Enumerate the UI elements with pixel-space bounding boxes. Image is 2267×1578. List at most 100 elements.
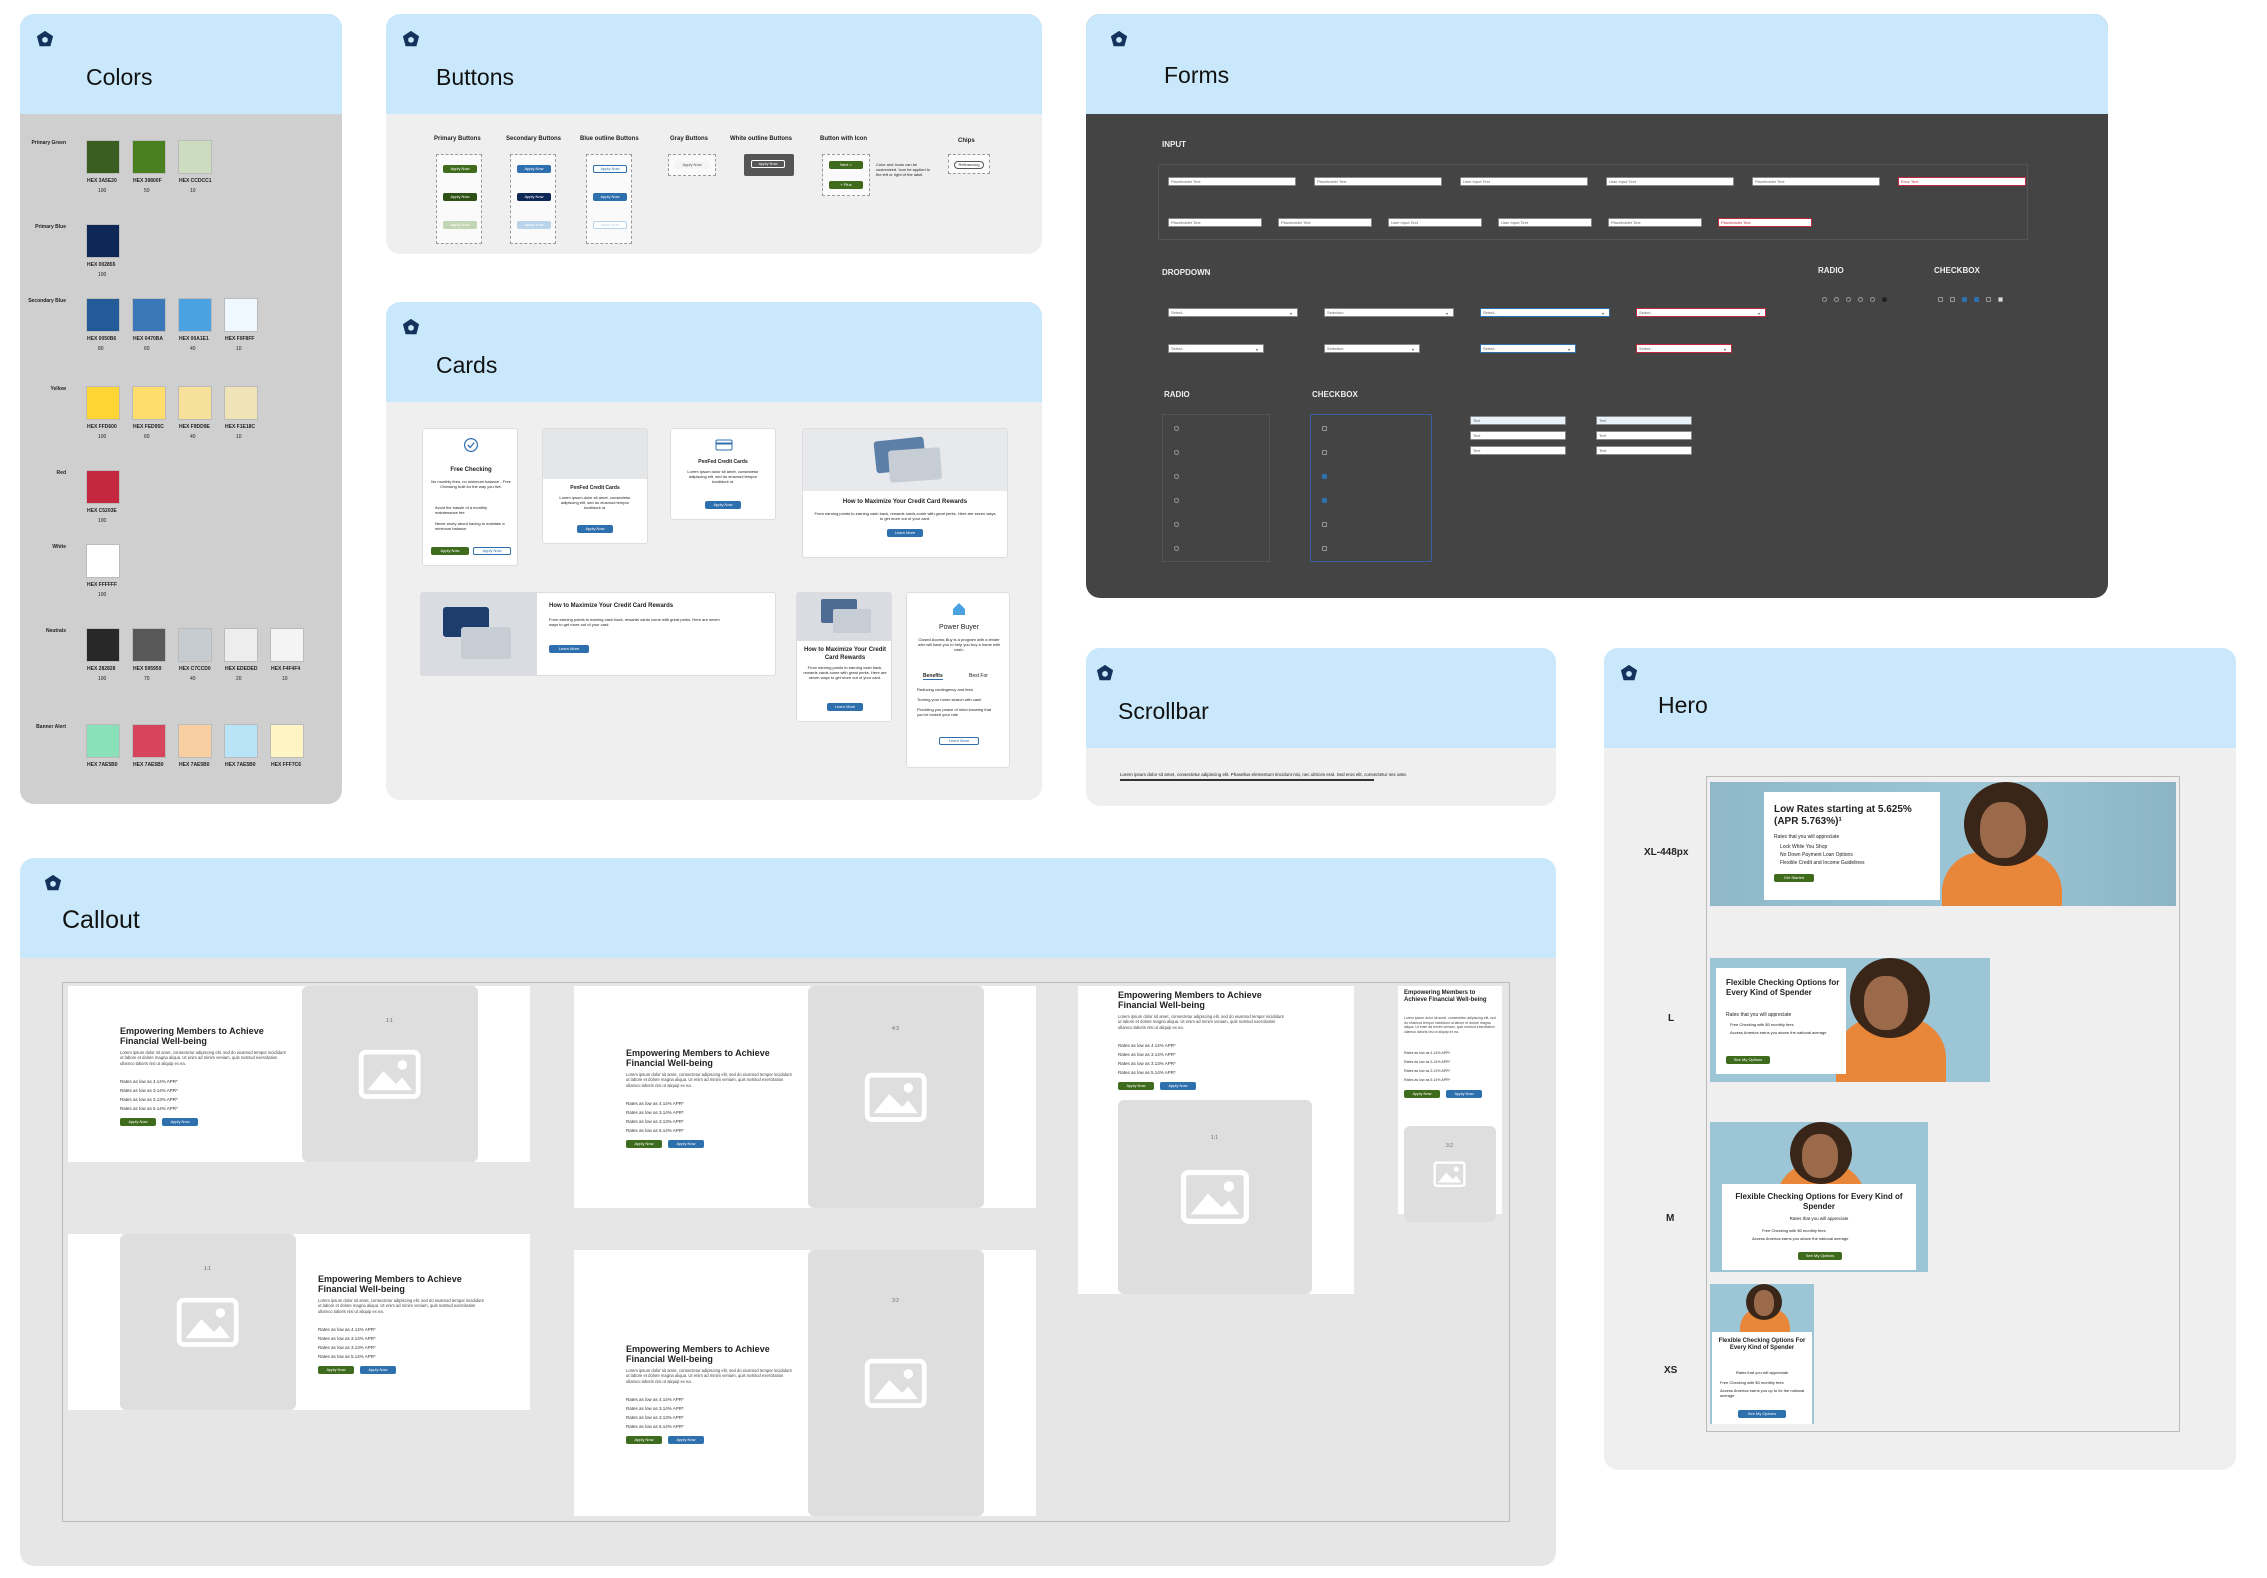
radio-button[interactable]	[1882, 297, 1887, 302]
gray-button[interactable]: Apply Now	[675, 161, 709, 169]
checkbox[interactable]	[1322, 474, 1327, 479]
dropdown-option[interactable]: Text	[1470, 431, 1566, 440]
dropdown-select-small[interactable]: Select...	[1636, 344, 1732, 353]
callout-apply-button[interactable]: Apply Now	[1118, 1082, 1154, 1090]
hero-xs-bullet-1: Free Checking with $0 monthly fees	[1720, 1380, 1784, 1385]
text-input[interactable]: Error Text	[1898, 177, 2026, 186]
callout-apply-button[interactable]: Apply Now	[626, 1140, 662, 1148]
secondary-buttons-group: Apply Now Apply Now Apply Now	[510, 154, 556, 244]
penfed-logo-icon	[36, 30, 54, 47]
callout-apply-secondary-button[interactable]: Apply Now	[360, 1366, 396, 1374]
callout-apply-button[interactable]: Apply Now	[626, 1436, 662, 1444]
checkbox[interactable]	[1938, 297, 1943, 302]
hero-l-options-button[interactable]: See My Options	[1726, 1056, 1770, 1064]
radio-button[interactable]	[1822, 297, 1827, 302]
blue-outline-button-disabled[interactable]: Apply Now	[593, 221, 627, 229]
power-buyer-tab-best-for[interactable]: Best For	[969, 673, 988, 679]
maximize-rewards-learn-button-3[interactable]: Learn More	[827, 703, 863, 711]
dropdown-select[interactable]: Select...	[1480, 308, 1610, 317]
checkbox[interactable]	[1986, 297, 1991, 302]
checkbox[interactable]	[1998, 297, 2003, 302]
radio-button[interactable]	[1174, 498, 1179, 503]
hero-xl-get-started-button[interactable]: Get Started	[1774, 874, 1814, 882]
dropdown-option[interactable]: Text	[1596, 446, 1692, 455]
color-shade-label: 40	[190, 676, 196, 682]
scrollbar-thumb[interactable]	[1120, 779, 1374, 781]
checkbox[interactable]	[1322, 546, 1327, 551]
callout-apply-secondary-button[interactable]: Apply Now	[162, 1118, 198, 1126]
secondary-button-hover[interactable]: Apply Now	[517, 193, 551, 201]
chip[interactable]: Refinancing	[954, 161, 984, 169]
dropdown-select[interactable]: Select...	[1168, 308, 1298, 317]
blue-outline-button[interactable]: Apply Now	[593, 165, 627, 173]
power-buyer-tab-benefits[interactable]: Benefits	[923, 673, 943, 681]
dropdown-select-small[interactable]: Selection	[1324, 344, 1420, 353]
checkbox[interactable]	[1962, 297, 1967, 302]
callout-apply-secondary-button[interactable]: Apply Now	[668, 1140, 704, 1148]
checkbox[interactable]	[1950, 297, 1955, 302]
callout-apply-button[interactable]: Apply Now	[120, 1118, 156, 1126]
callout-apply-secondary-button[interactable]: Apply Now	[1446, 1090, 1482, 1098]
callout-apply-secondary-button[interactable]: Apply Now	[668, 1436, 704, 1444]
dropdown-select[interactable]: Select...	[1636, 308, 1766, 317]
maximize-rewards-learn-button-2[interactable]: Learn More	[549, 645, 589, 653]
penfed-credit-cards-apply-button[interactable]: Apply Now	[577, 525, 613, 533]
text-input-small[interactable]: User Input Text	[1498, 218, 1592, 227]
white-outline-button[interactable]: Apply Now	[751, 160, 785, 168]
callout-rate-item: Rates as low as 3.14% APR*	[626, 1110, 684, 1115]
text-input-small[interactable]: Placeholder Text	[1718, 218, 1812, 227]
radio-button[interactable]	[1858, 297, 1863, 302]
dropdown-option[interactable]: Text	[1470, 416, 1566, 425]
secondary-button[interactable]: Apply Now	[517, 165, 551, 173]
dropdown-option[interactable]: Text	[1596, 416, 1692, 425]
dropdown-option[interactable]: Text	[1470, 446, 1566, 455]
free-checking-apply-button[interactable]: Apply Now	[431, 547, 469, 555]
text-input-small[interactable]: Placeholder Text	[1608, 218, 1702, 227]
text-input[interactable]: User Input Text	[1606, 177, 1734, 186]
hero-xs-options-button[interactable]: See My Options	[1738, 1410, 1786, 1418]
text-input[interactable]: Placeholder Text	[1752, 177, 1880, 186]
text-input-small[interactable]: Placeholder Text	[1168, 218, 1262, 227]
color-shade-label: 100	[98, 434, 107, 440]
callout-apply-button[interactable]: Apply Now	[318, 1366, 354, 1374]
radio-button[interactable]	[1870, 297, 1875, 302]
power-buyer-learn-button[interactable]: Learn More	[939, 737, 979, 745]
radio-button[interactable]	[1174, 426, 1179, 431]
maximize-rewards-learn-button[interactable]: Learn More	[887, 529, 923, 537]
primary-button-disabled[interactable]: Apply Now	[443, 221, 477, 229]
radio-button[interactable]	[1174, 546, 1179, 551]
blue-outline-button-hover[interactable]: Apply Now	[593, 193, 627, 201]
checkbox[interactable]	[1322, 450, 1327, 455]
callout-apply-button[interactable]: Apply Now	[1404, 1090, 1440, 1098]
plus-icon-button[interactable]: + Plus	[829, 181, 863, 189]
checkbox[interactable]	[1322, 498, 1327, 503]
text-input-small[interactable]: Placeholder Text	[1278, 218, 1372, 227]
checkbox[interactable]	[1974, 297, 1979, 302]
text-input[interactable]: Placeholder Text	[1314, 177, 1442, 186]
radio-button[interactable]	[1174, 522, 1179, 527]
text-input[interactable]: Placeholder Text	[1168, 177, 1296, 186]
color-shade-label: 100	[98, 676, 107, 682]
dropdown-select[interactable]: Selection	[1324, 308, 1454, 317]
dropdown-select-small[interactable]: Select...	[1168, 344, 1264, 353]
radio-button[interactable]	[1846, 297, 1851, 302]
primary-button-hover[interactable]: Apply Now	[443, 193, 477, 201]
checkbox[interactable]	[1322, 522, 1327, 527]
color-shade-label: 60	[144, 434, 150, 440]
text-input[interactable]: User Input Text	[1460, 177, 1588, 186]
text-input-small[interactable]: User Input Text	[1388, 218, 1482, 227]
callout-apply-secondary-button[interactable]: Apply Now	[1160, 1082, 1196, 1090]
radio-button[interactable]	[1834, 297, 1839, 302]
secondary-button-disabled[interactable]: Apply Now	[517, 221, 551, 229]
penfed-credit-cards-apply-button-2[interactable]: Apply Now	[705, 501, 741, 509]
next-icon-button[interactable]: Next >	[829, 161, 863, 169]
radio-button[interactable]	[1174, 474, 1179, 479]
hero-m-options-button[interactable]: See My Options	[1798, 1252, 1842, 1260]
radio-button[interactable]	[1174, 450, 1179, 455]
free-checking-apply-outline-button[interactable]: Apply Now	[473, 547, 511, 555]
dropdown-option[interactable]: Text	[1596, 431, 1692, 440]
dropdown-select-small[interactable]: Select...	[1480, 344, 1576, 353]
primary-button[interactable]: Apply Now	[443, 165, 477, 173]
checkbox[interactable]	[1322, 426, 1327, 431]
